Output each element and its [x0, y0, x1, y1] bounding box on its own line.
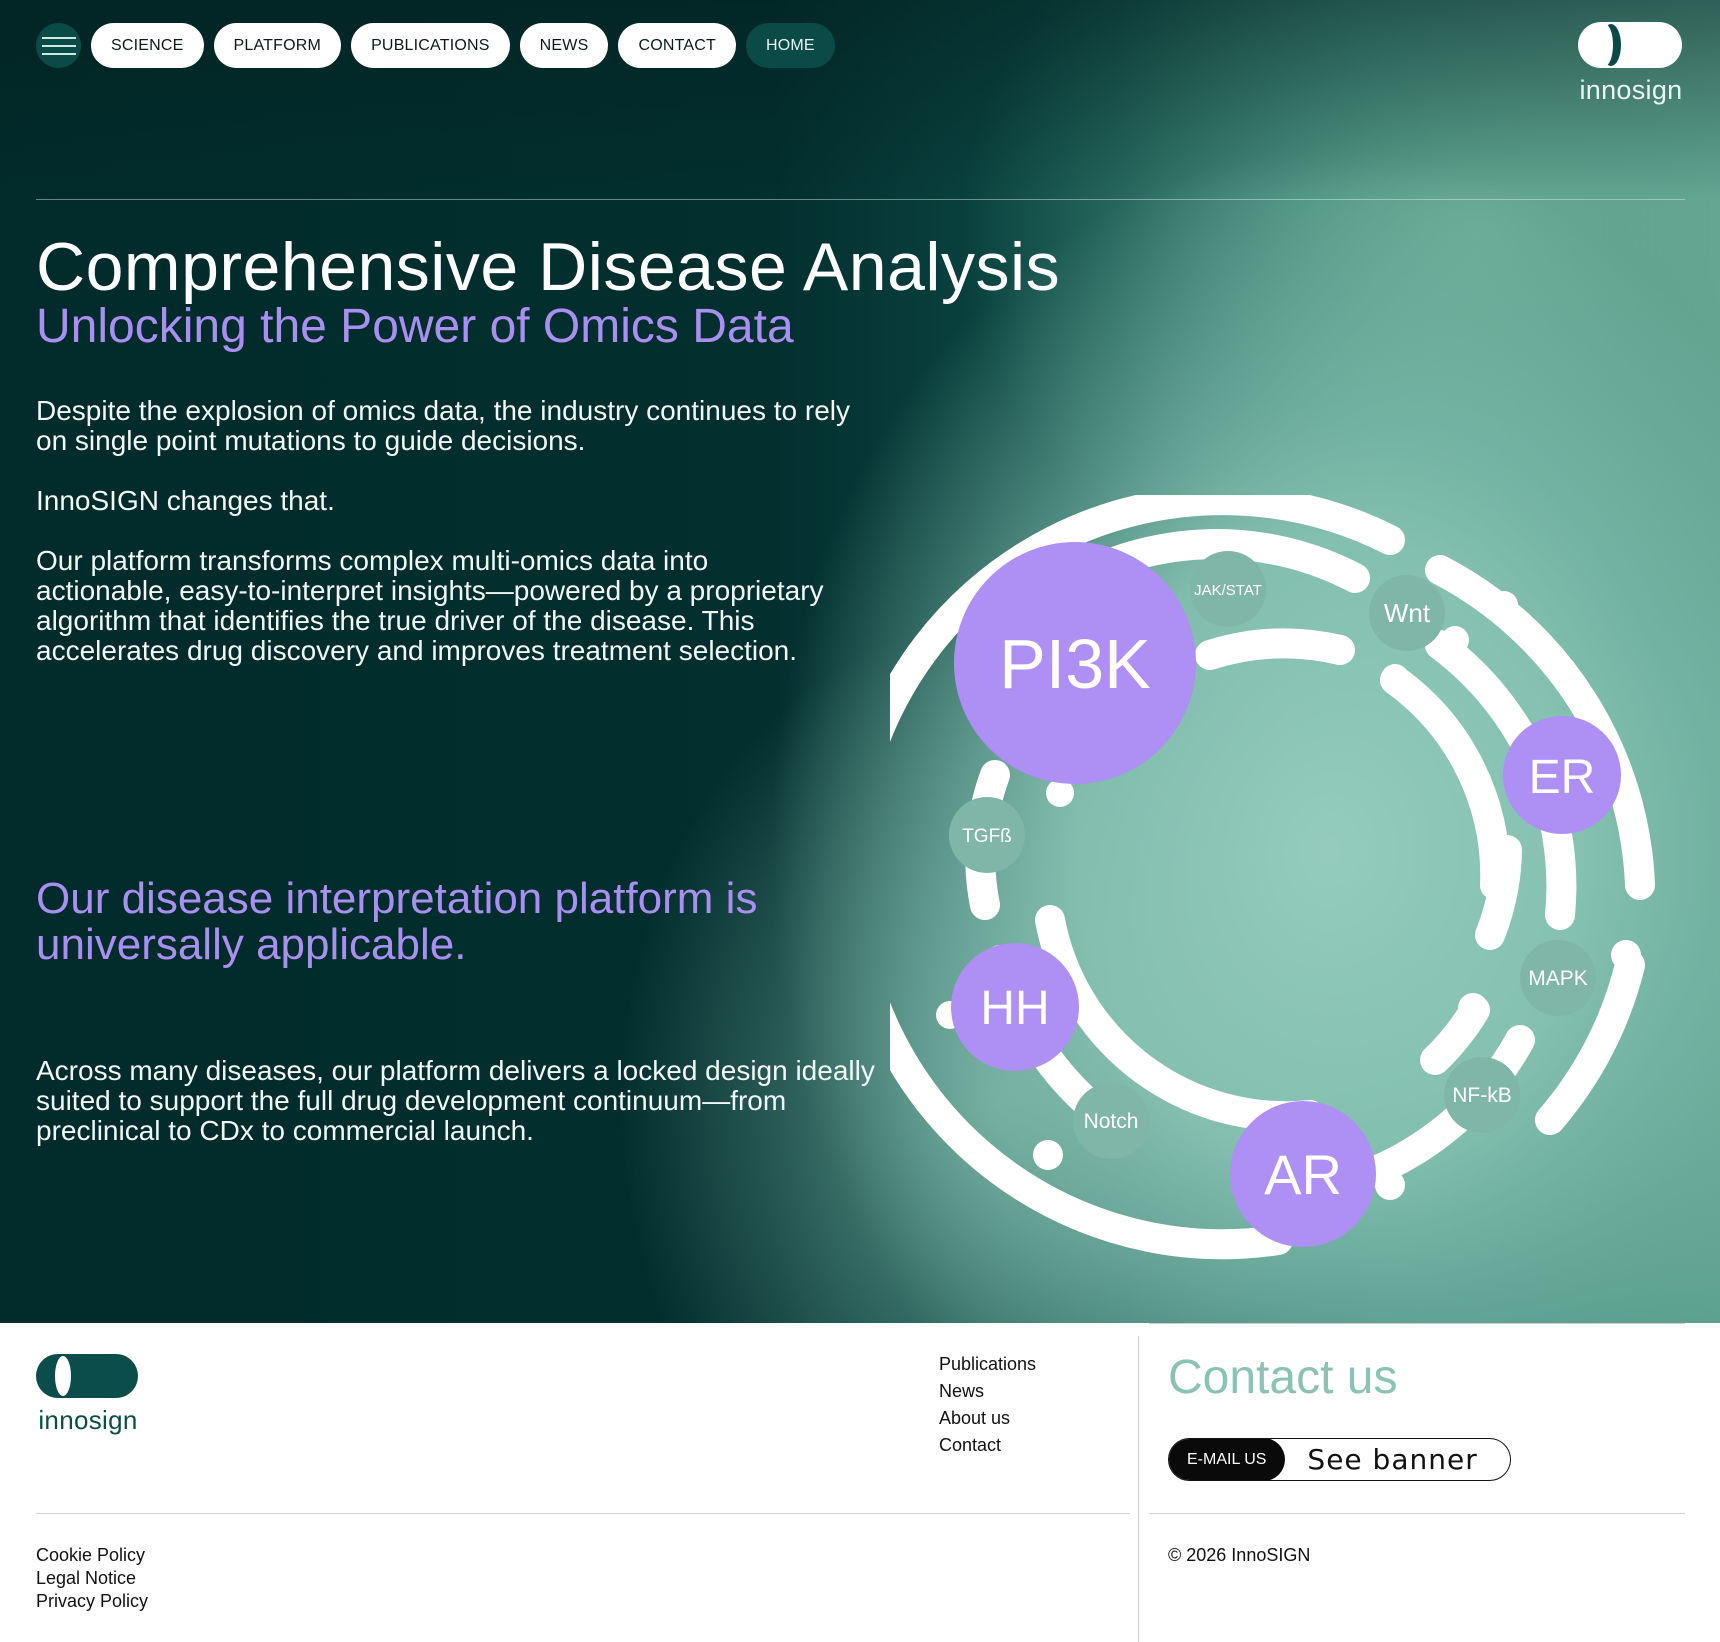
logo-wordmark: innosign: [1579, 75, 1683, 105]
ring-outer-left: [890, 495, 1405, 1260]
nav-contact[interactable]: CONTACT: [618, 23, 736, 68]
logo-mark-icon: [36, 1354, 138, 1398]
footer-link-publications[interactable]: Publications: [939, 1354, 1037, 1374]
pathway-tgfb-label: TGFß: [962, 826, 1012, 847]
email-button[interactable]: E-MAIL US See banner: [1168, 1438, 1511, 1481]
hero-section: SCIENCE PLATFORM PUBLICATIONS NEWS CONTA…: [0, 0, 1720, 1323]
nav-home[interactable]: HOME: [746, 23, 835, 68]
menu-toggle-button[interactable]: [36, 23, 81, 68]
nav-publications[interactable]: PUBLICATIONS: [351, 23, 510, 68]
nav-news[interactable]: NEWS: [519, 23, 609, 68]
pathway-nfkb-label: NF-kB: [1452, 1084, 1512, 1107]
footer-logo-wordmark: innosign: [38, 1405, 138, 1435]
pathway-jakstat-label: JAK/STAT: [1194, 582, 1262, 599]
footer-divider-top: [1149, 1323, 1685, 1324]
email-button-label: E-MAIL US: [1169, 1439, 1286, 1480]
ring-inner-top: [1195, 628, 1355, 670]
nav-platform[interactable]: PLATFORM: [213, 23, 342, 68]
footer-links: Publications News About us Contact: [939, 1354, 1036, 1455]
ring-outer-lower: [1535, 950, 1645, 1135]
main-nav: SCIENCE PLATFORM PUBLICATIONS NEWS CONTA…: [91, 23, 835, 68]
footer-link-contact[interactable]: Contact: [939, 1435, 1002, 1455]
intro-paragraph: Despite the explosion of omics data, the…: [36, 395, 850, 456]
pathway-ar-label: AR: [1264, 1143, 1342, 1206]
ring-outer-right: [1425, 555, 1655, 900]
privacy-policy-link[interactable]: Privacy Policy: [36, 1591, 149, 1611]
divider: [36, 199, 1685, 200]
page-subtitle: Unlocking the Power of Omics Data: [36, 300, 794, 353]
tagline-paragraph: InnoSIGN changes that.: [36, 485, 335, 516]
footer-divider-right: [1149, 1513, 1685, 1514]
footer-divider-vertical: [1138, 1336, 1139, 1642]
logo[interactable]: innosign: [1578, 22, 1684, 106]
cookie-policy-link[interactable]: Cookie Policy: [36, 1545, 146, 1565]
ring-inner-right: [1380, 665, 1511, 900]
nav-science[interactable]: SCIENCE: [91, 23, 204, 68]
legal-notice-link[interactable]: Legal Notice: [36, 1568, 137, 1588]
hamburger-icon: [41, 36, 76, 39]
email-text: See banner: [1307, 1443, 1478, 1476]
footer-link-news[interactable]: News: [939, 1381, 985, 1401]
section-heading: Our disease interpretation platform is u…: [36, 874, 758, 969]
pathway-diagram: JAK/STAT Wnt TGFß MAPK NF-kB Notch PI3K …: [890, 495, 1655, 1260]
legal-links: Cookie Policy Legal Notice Privacy Polic…: [36, 1545, 148, 1611]
pathway-pi3k-label: PI3K: [999, 625, 1151, 703]
copyright: © 2026 InnoSIGN: [1168, 1545, 1311, 1565]
platform-paragraph: Our platform transforms complex multi-om…: [36, 545, 824, 666]
pathway-er-label: ER: [1529, 751, 1596, 804]
pathway-notch-label: Notch: [1084, 1110, 1139, 1133]
pathway-mapk-label: MAPK: [1528, 967, 1588, 990]
pathway-hh-label: HH: [980, 982, 1049, 1035]
pathway-wnt-label: Wnt: [1384, 598, 1431, 628]
footer-link-about[interactable]: About us: [939, 1408, 1011, 1428]
footer-divider-left: [36, 1513, 1130, 1514]
applicability-paragraph: Across many diseases, our platform deliv…: [36, 1055, 875, 1146]
logo-mark-icon: [1578, 22, 1682, 68]
page-title: Comprehensive Disease Analysis: [36, 229, 1061, 305]
contact-title: Contact us: [1168, 1351, 1398, 1404]
footer-logo[interactable]: innosign: [36, 1354, 140, 1436]
